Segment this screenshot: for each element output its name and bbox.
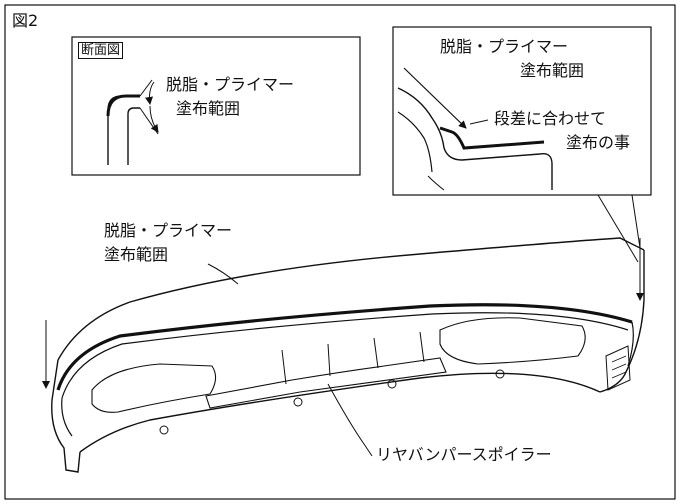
figure-label: 図2 xyxy=(12,11,39,30)
detail-inset-label-b-line1: 段差に合わせて xyxy=(494,109,607,128)
detail-inset-label-b-line2: 塗布の事 xyxy=(566,133,631,152)
main-label-line1: 脱脂・プライマー xyxy=(104,221,233,240)
section-inset xyxy=(71,36,361,176)
outer-frame xyxy=(4,4,676,500)
detail-inset-label-a-line1: 脱脂・プライマー xyxy=(440,37,569,56)
detail-inset-label-a-line2: 塗布範囲 xyxy=(520,61,585,80)
detail-inset xyxy=(392,26,652,263)
section-inset-label-line1: 脱脂・プライマー xyxy=(166,75,295,94)
spoiler-drawing xyxy=(42,237,645,473)
section-inset-label-line2: 塗布範囲 xyxy=(176,99,241,118)
main-label-line2: 塗布範囲 xyxy=(104,245,169,264)
section-inset-title: 断面図 xyxy=(78,42,124,59)
part-name: リヤバンパースポイラー xyxy=(376,445,552,464)
